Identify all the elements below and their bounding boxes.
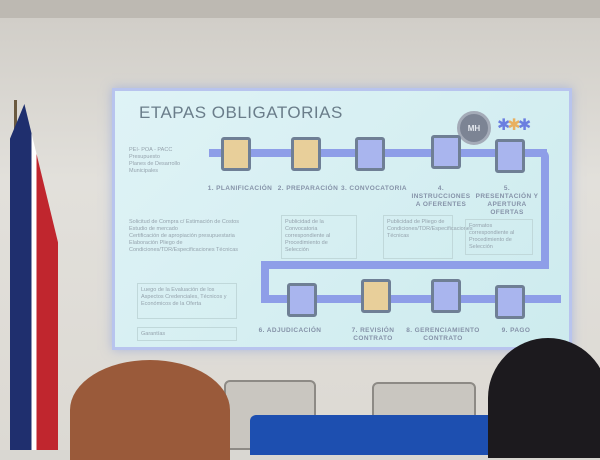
- step-8: 8. GERENCIAMIENTO CONTRATO: [406, 327, 480, 342]
- step-7: 7. REVISIÓN CONTRATO: [351, 327, 395, 342]
- step-6: 6. ADJUDICACIÓN: [258, 327, 322, 334]
- blue-table: [250, 415, 510, 455]
- note-line: Elaboración Pliego de Condiciones/TDR/Es…: [129, 240, 239, 253]
- notepad-icon: [221, 137, 251, 171]
- note-line: Certificación de apropiación presupuesta…: [129, 233, 235, 239]
- step-2: 2. PREPARACIÓN: [277, 185, 339, 192]
- convocatoria-note: Publicidad de la Convocatoria correspond…: [281, 215, 357, 259]
- slide-title: ETAPAS OBLIGATORIAS: [139, 103, 343, 122]
- projected-slide: ETAPAS OBLIGATORIAS MH ✱✱✱ 1. PLANIFICAC…: [112, 88, 572, 350]
- step-5: 5. PRESENTACIÓN Y APERTURA OFERTAS: [475, 185, 539, 216]
- process-track-right: [541, 149, 549, 269]
- presentacion-note: Formatos correspondiente al Procedimient…: [465, 219, 533, 255]
- contract-icon: [361, 279, 391, 313]
- garantias-note: Garantías: [137, 327, 237, 341]
- clipboard-icon: [431, 135, 461, 169]
- note-line: Solicitud de Compra c/ Estimación de Cos…: [129, 219, 240, 225]
- audience-head: [70, 360, 230, 460]
- process-track-middle: [265, 261, 549, 269]
- ceiling: [0, 0, 600, 18]
- documents-icon: [291, 137, 321, 171]
- step-1: 1. PLANIFICACIÓN: [207, 185, 273, 192]
- certificate-icon: [431, 279, 461, 313]
- preparation-notes: Solicitud de Compra c/ Estimación de Cos…: [129, 219, 247, 254]
- note-line: Planes de Desarrollo Municipales: [129, 161, 181, 174]
- note-line: PEI- POA - PACC: [129, 147, 173, 153]
- process-track-left: [261, 261, 269, 301]
- audience-head: [488, 338, 600, 458]
- step-4: 4. INSTRUCCIONES A OFERENTES: [411, 185, 471, 208]
- laptop-shield-icon: [287, 283, 317, 317]
- step-9: 9. PAGO: [501, 327, 531, 334]
- people-logo-icon: ✱✱✱: [497, 117, 531, 134]
- adjudicacion-note: Luego de la Evaluación de los Aspectos C…: [137, 283, 237, 319]
- payment-icon: [495, 285, 525, 319]
- megaphone-icon: [355, 137, 385, 171]
- step-3: 3. CONVOCATORIA: [340, 185, 408, 192]
- planning-notes: PEI- POA - PACC Presupuesto Planes de De…: [129, 147, 199, 175]
- instrucciones-note: Publicidad de Pliego de Condiciones/TDR/…: [383, 215, 473, 259]
- note-line: Presupuesto: [129, 154, 160, 160]
- process-track-bottom: [261, 295, 561, 303]
- ministry-logo: MH: [457, 111, 491, 145]
- envelope-icon: [495, 139, 525, 173]
- note-line: Estudio de mercado: [129, 226, 178, 232]
